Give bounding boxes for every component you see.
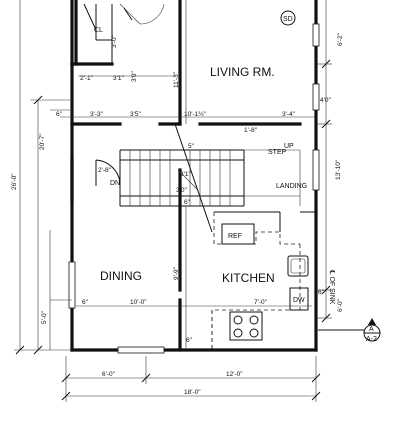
dim-left-3-1: 3'1" <box>113 75 124 82</box>
dim-right-6: 6" <box>318 289 325 296</box>
dim-left-26-0: 26'-0" <box>11 173 18 190</box>
right-windows <box>312 23 320 191</box>
room-label-dining: DINING <box>100 269 142 283</box>
dim-right-13-10: 13'-10" <box>335 159 342 180</box>
dim-row-6: 6" <box>56 111 63 118</box>
dim-overall-12-0: 12'-0" <box>226 371 243 378</box>
dim-top-left-3-0: 3'-0" <box>111 34 118 48</box>
room-label-kitchen: KITCHEN <box>222 271 275 285</box>
section-letter: A <box>369 326 374 333</box>
dim-stair-6: 6" <box>184 199 191 206</box>
closet <box>83 3 165 64</box>
bottom-door <box>117 346 165 354</box>
dim-left-3-0: 3'0" <box>131 71 138 82</box>
dim-stair-5: 5" <box>188 143 195 150</box>
refrigerator <box>221 223 255 245</box>
dim-row-10-1-5: 10'-1½" <box>184 110 207 118</box>
sink-center-label: ℄ OF SINK <box>328 269 335 305</box>
dishwasher-label: DW <box>293 297 305 304</box>
dim-stair-3-1: 3'1" <box>180 171 191 178</box>
closet-label: CL <box>94 27 103 34</box>
dim-stair-3-0: 3'0" <box>176 187 187 194</box>
dim-bottom-6b: 6" <box>186 337 193 344</box>
left-window <box>68 261 76 309</box>
landing-label: LANDING <box>276 183 307 190</box>
down-label: DN <box>110 180 120 187</box>
dim-dining-10-0: 10'-0" <box>130 299 147 306</box>
dimension-lines <box>14 0 332 402</box>
dim-overall-6-0: 6'-0" <box>102 371 116 378</box>
exterior-walls <box>70 0 318 352</box>
room-label-living: LIVING RM. <box>210 65 275 79</box>
section-sheet: A-2 <box>366 336 377 343</box>
smoke-detector-icon <box>280 10 296 26</box>
kitchen-counters <box>211 211 316 350</box>
dim-left-2-1: 2'-1" <box>80 75 94 82</box>
dim-kitchen-7-0: 7'-0" <box>254 299 268 306</box>
dishwasher <box>289 287 309 311</box>
dim-left-20-7: 20'-7" <box>39 133 46 150</box>
sink-icon <box>287 255 309 277</box>
step-label: STEP <box>268 149 287 156</box>
dim-living-11-3: 11'-3" <box>173 71 180 88</box>
smoke-detector-label: SD <box>283 16 293 23</box>
refrigerator-label: REF <box>228 233 242 240</box>
staircase <box>95 123 301 233</box>
dimension-labels: 3'-0" 2'-1" 3'1" 3'0" 11'-3" 6'-2" 4'0" … <box>11 32 344 396</box>
dim-left-5-0: 5'-0" <box>41 310 48 324</box>
dim-right-4-0: 4'0" <box>320 97 331 104</box>
dim-door-2-8: 2'-8" <box>98 167 112 174</box>
dim-right-6-0: 6'-0" <box>337 298 344 312</box>
dim-row-3-3: 3'-3" <box>90 111 104 118</box>
dim-bottom-6: 6" <box>82 299 89 306</box>
up-label: UP <box>284 143 294 150</box>
dim-overall-18-0: 18'-0" <box>184 389 201 396</box>
dim-row-3-4: 3'-4" <box>282 111 296 118</box>
section-marker-icon <box>318 318 381 342</box>
dim-right-6-2: 6'-2" <box>337 32 344 46</box>
range-icon <box>229 311 263 341</box>
interior-walls <box>70 0 302 352</box>
dim-kitchen-9-9: 9'-9" <box>173 266 180 280</box>
dim-step-1-8: 1'-8" <box>244 127 258 134</box>
dim-row-3-5: 3'5" <box>130 111 141 118</box>
